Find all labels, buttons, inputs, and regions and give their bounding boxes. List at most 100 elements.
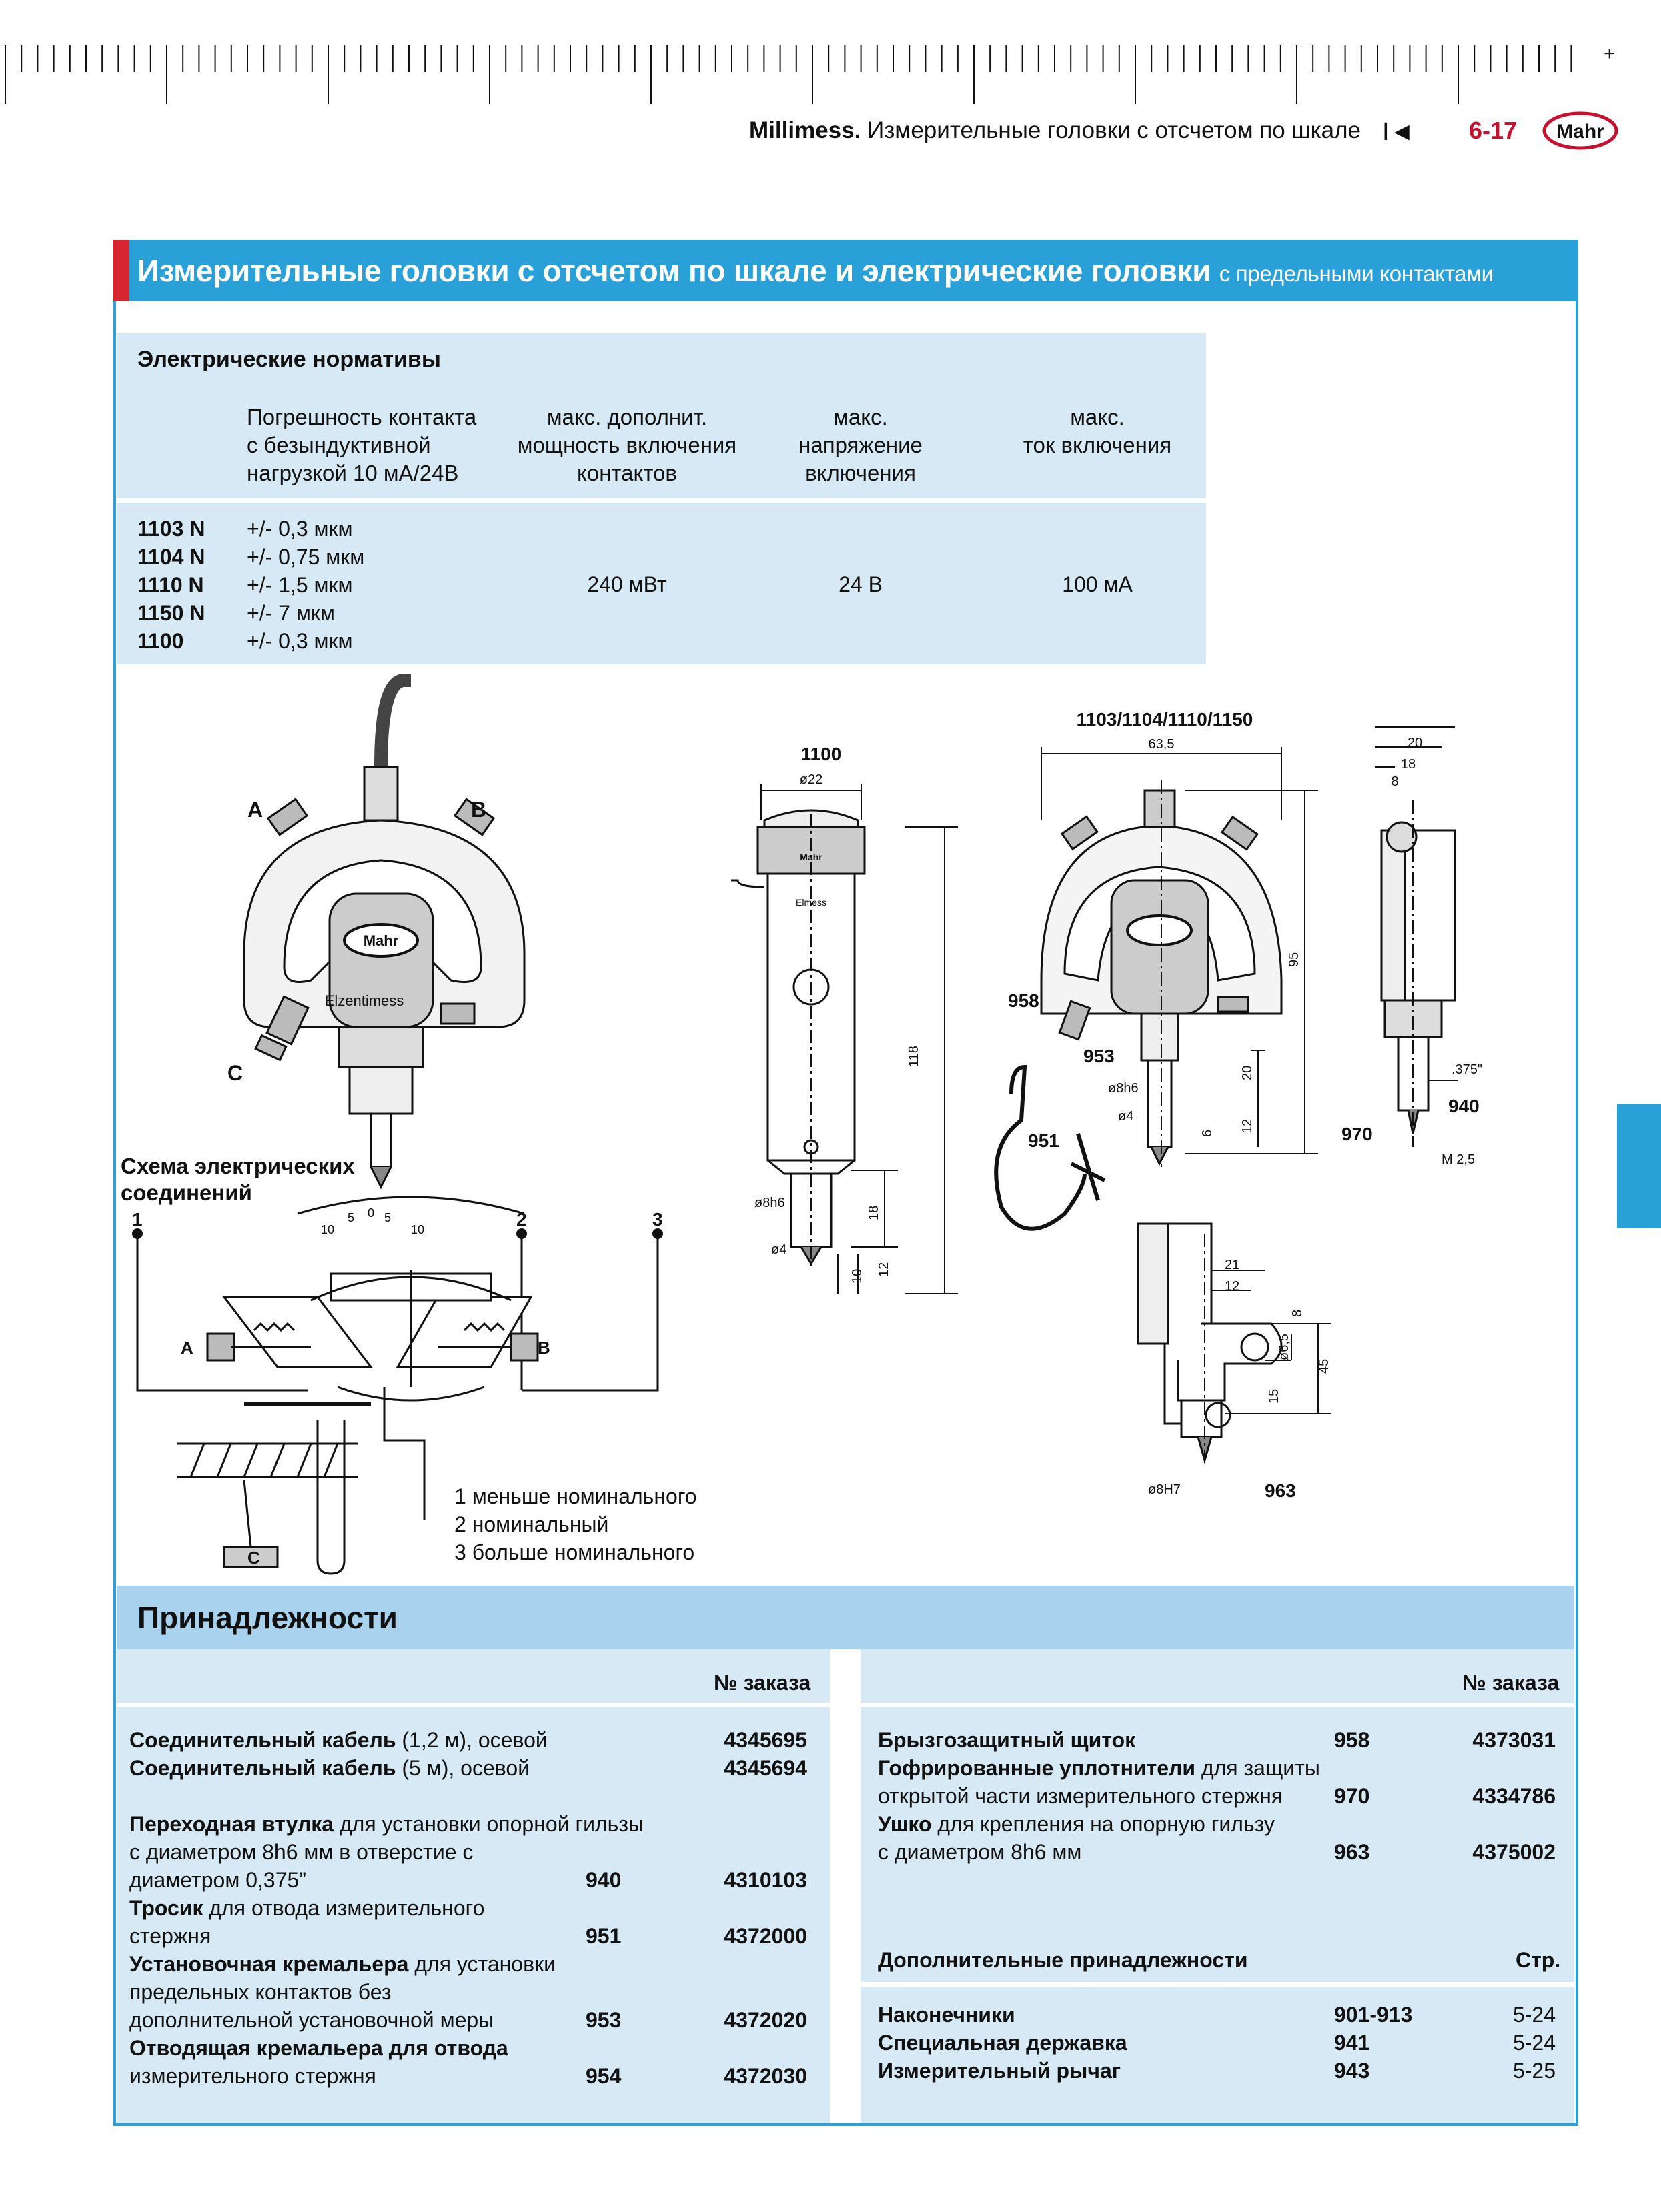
svg-text:0: 0 (368, 1206, 374, 1220)
drawing-clamp (1137, 1222, 1331, 1467)
order-number: 4372020 (724, 2008, 807, 2032)
title-bar (113, 240, 1578, 301)
svg-text:15: 15 (1267, 1389, 1281, 1404)
accessory-number: 951 (586, 1924, 622, 1948)
svg-text:12: 12 (1240, 1119, 1255, 1134)
svg-text:118: 118 (907, 1046, 921, 1067)
svg-text:10: 10 (321, 1223, 334, 1236)
accessories-right-panel (861, 1649, 1574, 2123)
technical-drawings: A B C Mahr Elzentimess Mahr Elmess 958 С… (121, 674, 1482, 1575)
extra-number: 901-913 (1334, 2003, 1413, 2027)
elmess-name: Elmess (796, 897, 826, 908)
svg-text:63,5: 63,5 (1149, 737, 1175, 752)
header-brand: Millimess. (749, 117, 861, 143)
accessory-line: Ушко для крепления на опорную гильзу (878, 1812, 1275, 1836)
extra-name: Измерительный рычаг (878, 2059, 1121, 2083)
order-number: 4372000 (724, 1924, 807, 1948)
schema-title-2: соединений (121, 1180, 252, 1205)
limit-contact-gauge-illustration (243, 674, 526, 1190)
header-marker: I◄ (1382, 118, 1415, 146)
extra-page: 5-25 (1512, 2059, 1556, 2083)
dwg-main-title: 1103/1104/1110/1150 (1077, 709, 1253, 730)
extra-title: Дополнительные принадлежности (878, 1948, 1248, 1972)
callout-953: 953 (1083, 1046, 1115, 1066)
section-title-main: Измерительные головки с отсчетом по шкал… (137, 253, 1211, 288)
extra-name: Наконечники (878, 2003, 1015, 2027)
extra-page: 5-24 (1512, 2003, 1556, 2027)
svg-text:6: 6 (1200, 1130, 1215, 1137)
node-2: 2 (516, 1209, 527, 1230)
accessory-line: Отводящая кремальера для отвода (129, 2036, 508, 2060)
accessory-line: Гофрированные уплотнители для защиты (878, 1756, 1320, 1780)
extra-number: 941 (1334, 2031, 1370, 2055)
accuracy-list: +/- 0,3 мкм+/- 0,75 мкм+/- 1,5 мкм+/- 7 … (247, 517, 365, 653)
accessories-title: Принадлежности (137, 1600, 398, 1635)
top-ruler (5, 45, 1572, 104)
accessory-number: 970 (1334, 1784, 1370, 1808)
accessory-line: предельных контактов без (129, 1980, 392, 2004)
extra-name: Специальная державка (878, 2031, 1127, 2055)
schema-b: B (538, 1338, 550, 1358)
svg-text:3 больше номинального: 3 больше номинального (454, 1540, 694, 1564)
svg-text:8: 8 (1290, 1310, 1305, 1317)
svg-text:5: 5 (348, 1211, 354, 1224)
current-value: 100 мА (1062, 572, 1133, 596)
svg-text:1 меньше номинального: 1 меньше номинального (454, 1484, 697, 1508)
callout-940: 940 (1448, 1096, 1480, 1116)
title-accent (113, 240, 129, 301)
svg-text:M 2,5: M 2,5 (1442, 1152, 1475, 1167)
voltage-value: 24 В (839, 572, 883, 596)
drawing-1103-1150 (994, 747, 1318, 1231)
dial-scale: 10 5 0 5 10 (321, 1206, 424, 1236)
node-3: 3 (652, 1209, 663, 1230)
label-b: B (471, 798, 486, 822)
accessories-left-panel (117, 1649, 830, 2123)
svg-text:20: 20 (1408, 736, 1422, 750)
svg-text:ø8H7: ø8H7 (1148, 1482, 1181, 1497)
svg-text:12: 12 (1225, 1279, 1239, 1294)
order-number: 4375002 (1472, 1840, 1556, 1864)
callout-951: 951 (1028, 1130, 1059, 1151)
section-title-sub: с предельными контактами (1219, 261, 1494, 286)
device-brand: Mahr (364, 932, 399, 949)
electrical-heading: Электрические нормативы (137, 347, 441, 372)
order-number: 4345694 (724, 1756, 807, 1780)
svg-text:45: 45 (1317, 1359, 1331, 1374)
legend: 1 меньше номинального 2 номинальный 3 бо… (454, 1484, 697, 1564)
accessory-number: 954 (586, 2064, 622, 2088)
wiring-schema (136, 1196, 659, 1575)
accessory-line: Установочная кремальера для установки (129, 1952, 556, 1976)
accessory-line: Переходная втулка для установки опорной … (129, 1812, 644, 1836)
extra-page-header: Стр. (1516, 1948, 1561, 1972)
accessory-number: 963 (1334, 1840, 1370, 1864)
svg-text:20: 20 (1240, 1066, 1255, 1080)
svg-text:ø8h6: ø8h6 (754, 1196, 785, 1210)
label-a: A (247, 798, 263, 822)
svg-text:8: 8 (1391, 774, 1398, 789)
callout-958: 958 (1008, 990, 1039, 1011)
svg-text:21: 21 (1225, 1258, 1239, 1272)
svg-text:95: 95 (1287, 952, 1301, 967)
svg-text:10: 10 (411, 1223, 424, 1236)
accessory-number: 940 (586, 1868, 622, 1892)
running-header: Millimess. Измерительные головки с отсче… (749, 117, 1361, 144)
order-header-left: № заказа (714, 1671, 811, 1695)
svg-text:ø22: ø22 (800, 772, 822, 787)
table-separator (117, 498, 1206, 503)
chapter-tab[interactable] (1617, 1104, 1661, 1228)
svg-text:2 номинальный: 2 номинальный (454, 1512, 608, 1536)
col-current-header: макс.ток включения (1023, 405, 1172, 457)
schema-a: A (181, 1338, 193, 1358)
svg-text:.375": .375" (1452, 1062, 1482, 1077)
extra-separator (861, 1982, 1574, 1987)
page-number: 6-17 (1469, 117, 1518, 144)
accessory-line: измерительного стержня (129, 2064, 376, 2088)
accessory-line: дополнительной установочной меры (129, 2008, 494, 2032)
order-number: 4310103 (724, 1868, 807, 1892)
callout-970: 970 (1341, 1124, 1373, 1144)
elmess-brand: Mahr (800, 852, 822, 862)
mahr-logo: Mahr (1542, 111, 1618, 150)
